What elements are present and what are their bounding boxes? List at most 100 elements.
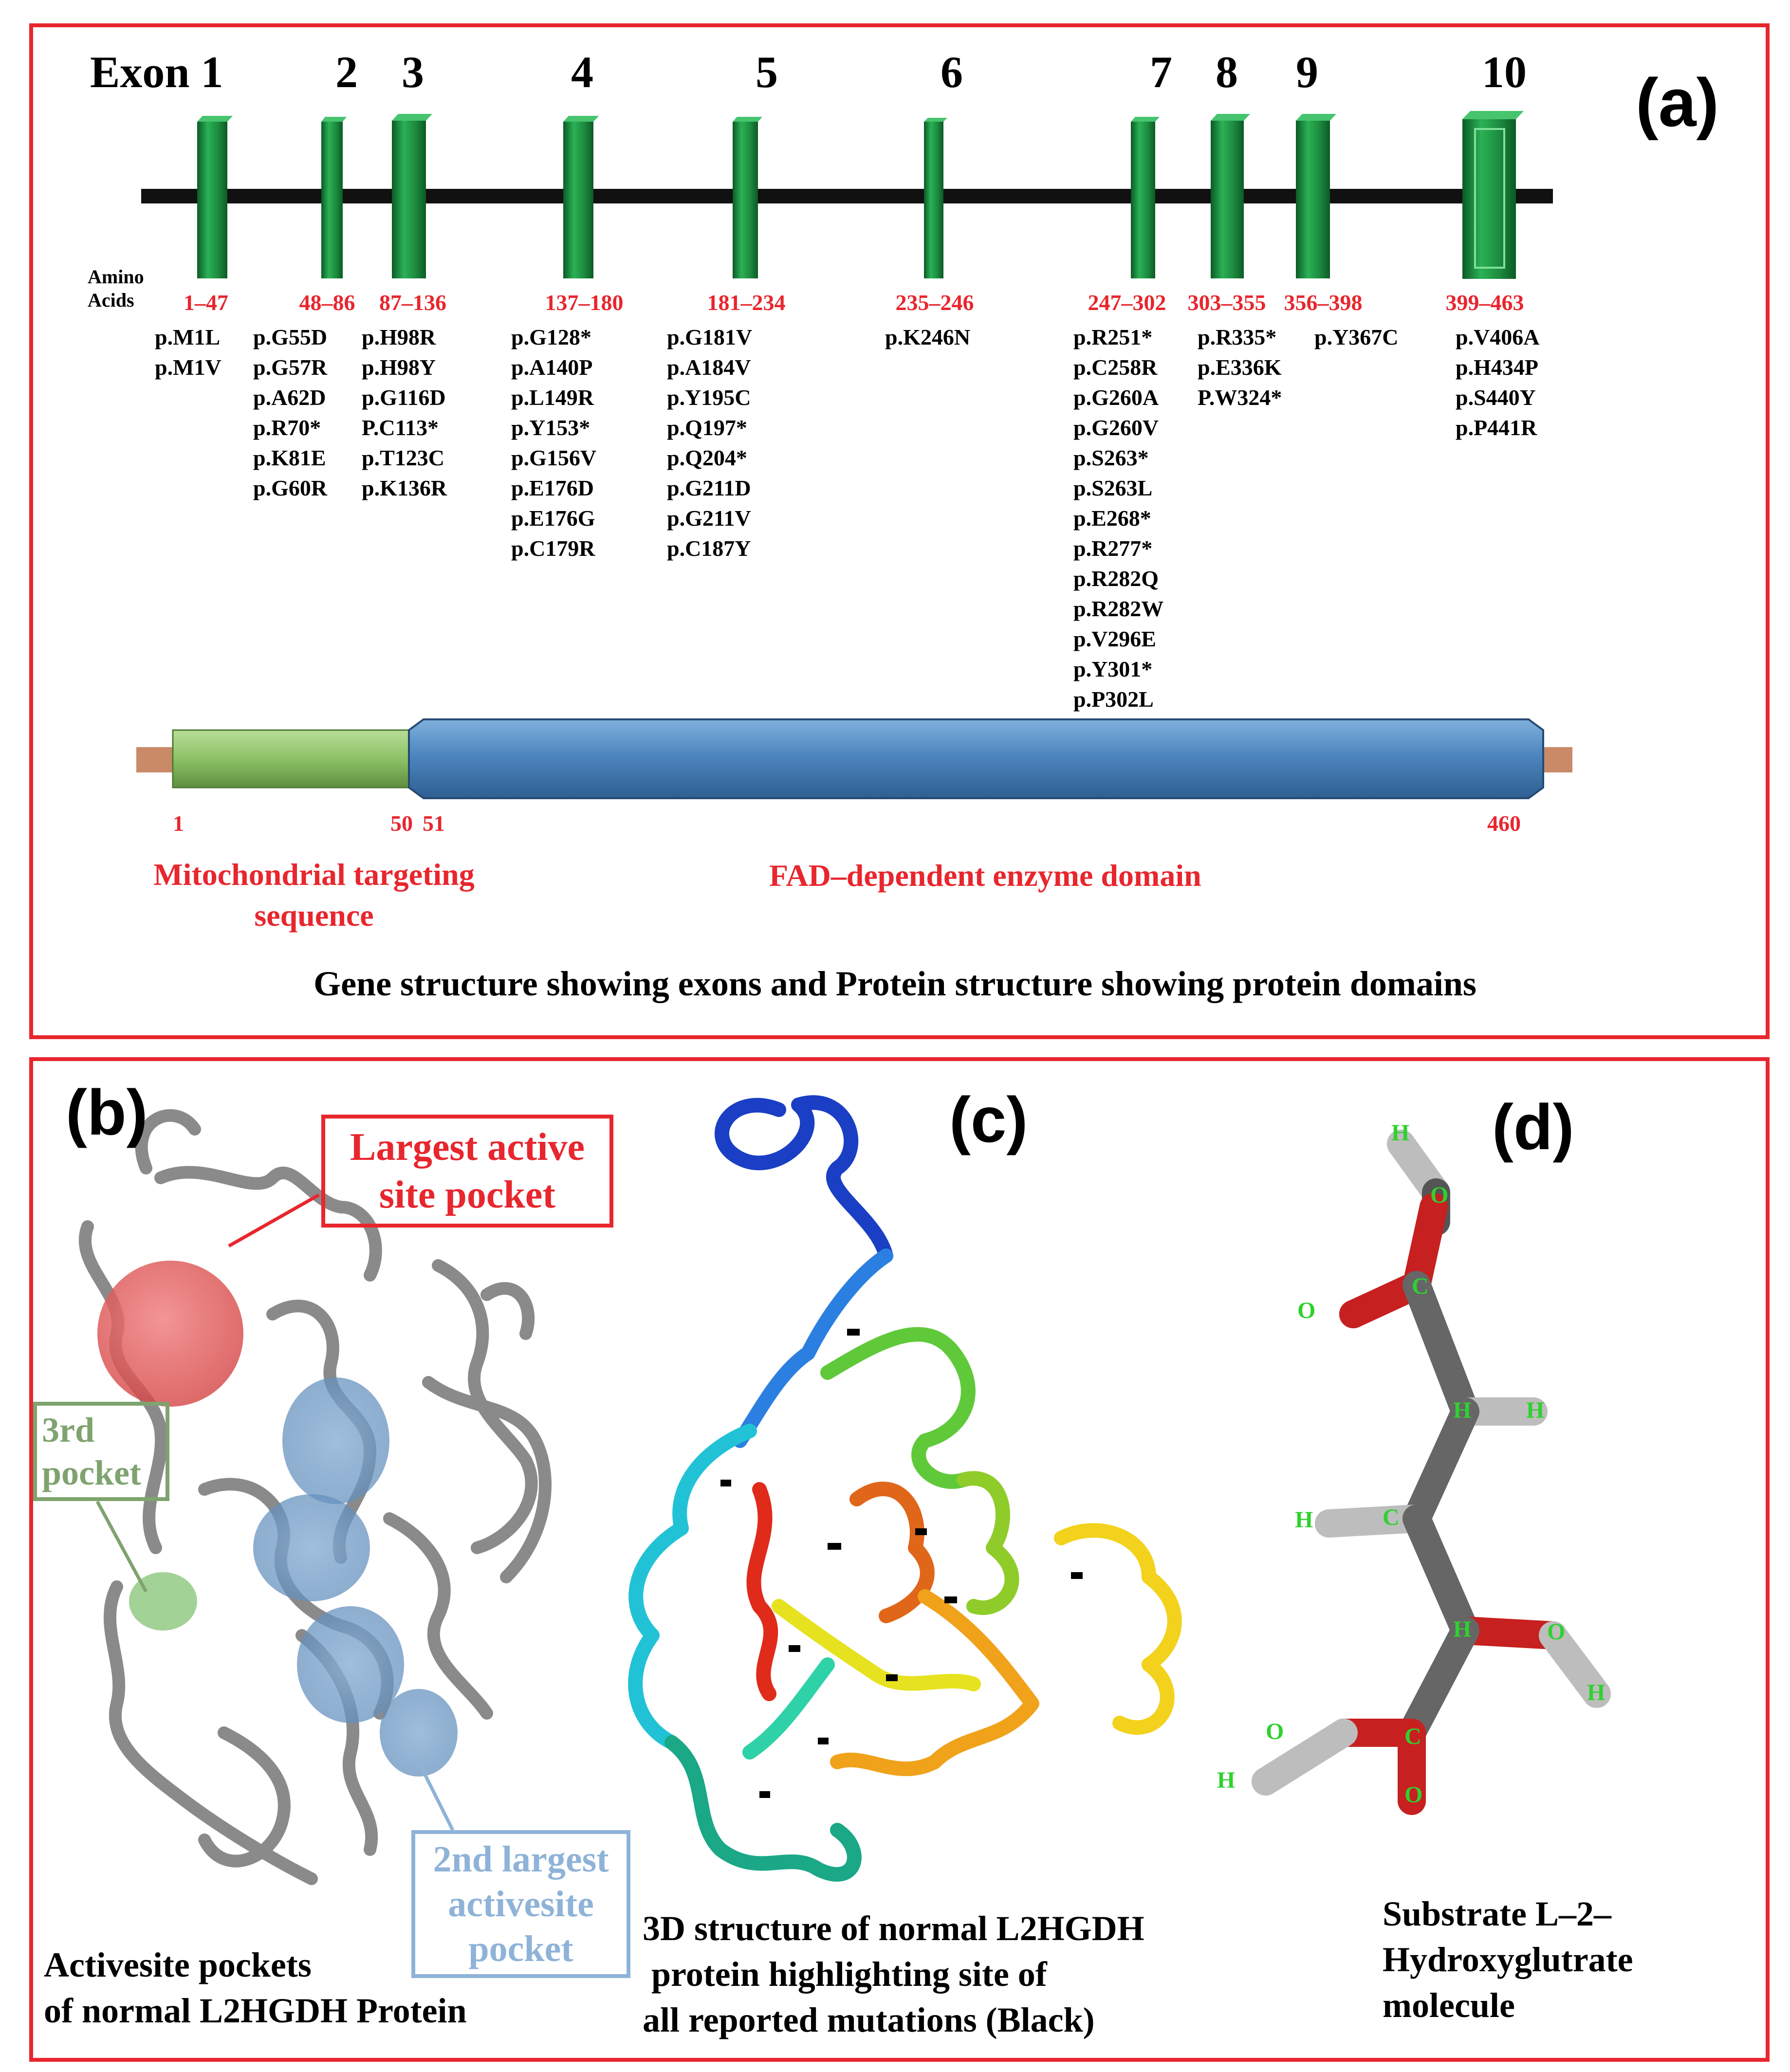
mutation-label: p.A140P — [511, 355, 593, 380]
mutation-label: P.C113* — [362, 415, 439, 440]
mutation-label: p.K246N — [885, 325, 971, 349]
mutation-label: p.R282Q — [1073, 566, 1159, 591]
mutation-site-markers — [720, 1329, 1083, 1798]
exon-4-aa-range: 137–180 — [545, 290, 624, 315]
exon-10-aa-range: 399–463 — [1445, 290, 1524, 315]
amino-acids-label-line-2: Acids — [88, 289, 134, 311]
mutation-label: p.G116D — [362, 385, 446, 410]
mutation-label: p.M1L — [155, 325, 221, 349]
second-pocket-label: 2nd largest activesite pocket — [411, 1830, 630, 1978]
largest-pocket-callout-line — [228, 1193, 320, 1248]
exon-1-number: 1 — [201, 47, 223, 97]
mutation-label: p.Y301* — [1073, 657, 1153, 681]
mutation-label: p.A62D — [253, 385, 326, 410]
mutation-label: p.Y367C — [1314, 325, 1399, 349]
exon-4-block — [563, 116, 599, 278]
exon-5-block — [733, 117, 762, 278]
exon-3-aa-range: 87–136 — [379, 290, 446, 315]
mutation-label: p.T123C — [362, 445, 444, 470]
mutation-label: p.P302L — [1073, 687, 1154, 712]
panel-c-caption-line-2: protein highlighting site of — [643, 1955, 1047, 1994]
largest-pocket-label: Largest active site pocket — [321, 1115, 613, 1228]
third-pocket-label: 3rd pocket — [33, 1402, 169, 1501]
atom-label-c1: C — [1412, 1273, 1429, 1299]
mutation-label: p.R282W — [1073, 596, 1164, 621]
exon-8-block — [1211, 114, 1250, 278]
mutation-label: p.G260A — [1073, 385, 1159, 410]
atom-label-h7: H — [1217, 1767, 1236, 1793]
mutation-label: p.Q204* — [667, 445, 747, 470]
mutation-label: p.Y195C — [667, 385, 751, 410]
mutation-label: p.Q197* — [667, 415, 747, 440]
protein-ribbon-rainbow — [628, 1095, 1182, 1882]
mutation-label: p.G211D — [667, 476, 751, 500]
atom-label-h1: H — [1391, 1120, 1410, 1146]
mutation-label: p.R335* — [1198, 325, 1277, 349]
panel-c-tag: (c) — [949, 1084, 1028, 1155]
mutation-label: p.G57R — [253, 355, 328, 380]
mutation-label: p.C258R — [1073, 355, 1158, 380]
mutation-label: p.E176G — [511, 506, 595, 531]
atom-label-h4: H — [1295, 1507, 1313, 1533]
exon-9-mutation-list: p.Y367C — [1314, 322, 1399, 352]
atom-label-o2: O — [1297, 1298, 1316, 1323]
second-pocket-label-line-1: 2nd largest — [433, 1839, 609, 1880]
third-pocket-label-line-2: pocket — [42, 1453, 141, 1492]
exon-1-block — [197, 116, 233, 278]
hydroxyglutarate-molecule — [1252, 1130, 1611, 1815]
mutation-label: p.S263* — [1073, 445, 1149, 470]
exon-2-block — [321, 117, 347, 278]
protein-position-fad-start: 51 — [423, 811, 445, 836]
mts-label-line-2: sequence — [254, 898, 374, 933]
protein-position-mts-end: 50 — [390, 811, 413, 836]
exon-8-aa-range: 303–355 — [1187, 290, 1266, 315]
exon-3-mutation-list: p.H98R p.H98Y p.G116D P.C113* p.T123C p.K136R — [362, 322, 447, 503]
mts-domain-bar — [172, 729, 417, 788]
mutation-label: p.H434P — [1456, 355, 1538, 380]
third-pocket-callout-line — [95, 1501, 148, 1593]
largest-active-site-pocket-sphere — [97, 1261, 243, 1407]
panel-a-tag: (a) — [1636, 64, 1719, 141]
panel-d-tag: (d) — [1492, 1091, 1574, 1163]
mutation-label: p.E268* — [1073, 506, 1151, 531]
largest-pocket-label-line-2: site pocket — [379, 1174, 556, 1216]
mutation-label: p.V406A — [1456, 325, 1540, 349]
atom-label-c3: C — [1404, 1724, 1421, 1749]
exon-8-number: 8 — [1216, 47, 1238, 97]
mutation-label: p.E336K — [1198, 355, 1282, 380]
panel-c-caption-line-1: 3D structure of normal L2HGDH — [643, 1909, 1144, 1948]
exon-7-block — [1131, 117, 1160, 278]
exon-4-number: 4 — [571, 47, 593, 97]
mutation-label: p.K136R — [362, 476, 447, 500]
mutation-label: p.G211V — [667, 506, 751, 531]
exon-7-aa-range: 247–302 — [1088, 290, 1166, 315]
panel-bcd-frame — [29, 1057, 1770, 2062]
exon-9-aa-range: 356–398 — [1284, 290, 1363, 315]
protein-n-terminal-linker — [136, 747, 175, 772]
third-pocket-sphere — [129, 1572, 197, 1631]
mutation-label: p.P441R — [1456, 415, 1537, 440]
mutation-label: p.G260V — [1073, 415, 1159, 440]
mutation-label: p.G60R — [253, 476, 328, 500]
mutation-label: p.H98R — [362, 325, 436, 349]
mutation-label: p.K81E — [253, 445, 326, 470]
exon-6-mutation-list: p.K246N — [885, 322, 970, 352]
atom-label-h3: H — [1526, 1397, 1545, 1423]
atom-label-h5: H — [1453, 1616, 1472, 1642]
mutation-label: p.H98Y — [362, 355, 436, 380]
panel-d-caption-line-2: Hydroxyglutrate — [1383, 1940, 1633, 1979]
exon-1-aa-range: 1–47 — [184, 290, 228, 315]
atom-label-o4: O — [1266, 1719, 1284, 1744]
exon-9-number: 9 — [1296, 47, 1318, 97]
atom-label-h6: H — [1587, 1680, 1605, 1705]
protein-position-start: 1 — [173, 811, 184, 836]
mutation-label: p.A184V — [667, 355, 751, 380]
atom-label-c2: C — [1383, 1504, 1400, 1530]
gene-backbone-line — [141, 189, 1553, 203]
mutation-label: p.R251* — [1073, 325, 1153, 349]
mutation-label: p.G156V — [511, 445, 597, 470]
mutation-label: P.W324* — [1198, 385, 1282, 410]
